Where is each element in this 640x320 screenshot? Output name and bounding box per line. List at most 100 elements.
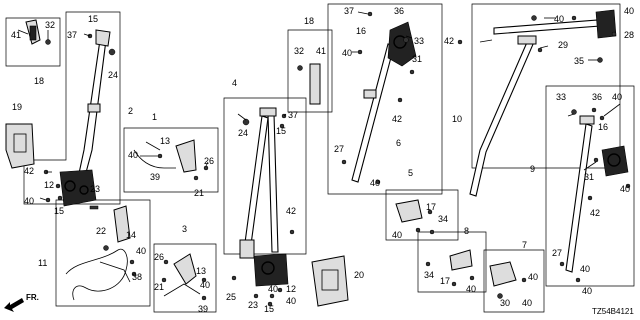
callout-18: 18 bbox=[34, 76, 44, 86]
callout-31: 31 bbox=[584, 172, 594, 182]
callout-27: 27 bbox=[552, 248, 562, 258]
callout-40: 40 bbox=[136, 246, 146, 256]
bolt-26-buckle bbox=[203, 165, 209, 171]
callout-11: 11 bbox=[38, 258, 47, 268]
callout-40: 40 bbox=[466, 284, 476, 294]
group-box-18-mid bbox=[287, 29, 333, 113]
callout-38: 38 bbox=[132, 272, 142, 282]
bracket-7 bbox=[489, 261, 517, 287]
callout-41: 41 bbox=[11, 30, 21, 40]
callout-32: 32 bbox=[45, 20, 55, 30]
callout-23: 23 bbox=[248, 300, 258, 310]
callout-40: 40 bbox=[128, 150, 138, 160]
callout-37: 37 bbox=[288, 110, 298, 120]
retractor-10 bbox=[595, 9, 617, 39]
callout-22: 22 bbox=[96, 226, 106, 236]
callout-15: 15 bbox=[276, 126, 286, 136]
bolt-22 bbox=[103, 245, 109, 251]
callout-40: 40 bbox=[522, 298, 532, 308]
callout-42: 42 bbox=[286, 206, 296, 216]
buckle-1 bbox=[175, 139, 197, 173]
callout-12: 12 bbox=[44, 180, 54, 190]
harness-11 bbox=[65, 248, 128, 301]
callout-23: 23 bbox=[90, 184, 100, 194]
bolt-12-left bbox=[55, 183, 61, 189]
group-box-3 bbox=[153, 243, 217, 313]
retractor-9 bbox=[601, 145, 629, 177]
callout-36: 36 bbox=[394, 6, 404, 16]
anchor-upper-2 bbox=[95, 29, 111, 47]
group-box-5 bbox=[385, 189, 459, 241]
group-box-2 bbox=[23, 11, 121, 205]
callout-40: 40 bbox=[528, 272, 538, 282]
callout-40: 40 bbox=[24, 196, 34, 206]
bracket-8 bbox=[449, 249, 473, 271]
group-box-11 bbox=[55, 199, 151, 307]
bolt-32-upper-left bbox=[45, 39, 51, 45]
callout-29: 29 bbox=[558, 40, 568, 50]
callout-33: 33 bbox=[556, 92, 566, 102]
callout-40: 40 bbox=[620, 184, 630, 194]
bolt-42-center bbox=[289, 229, 295, 235]
group-box-8 bbox=[417, 231, 487, 293]
group-box-1 bbox=[123, 127, 219, 193]
guide-loop-2 bbox=[87, 103, 101, 113]
retractor-6 bbox=[387, 21, 417, 67]
callout-25: 25 bbox=[226, 292, 236, 302]
callout-10: 10 bbox=[452, 114, 462, 124]
callout-7: 7 bbox=[522, 240, 527, 250]
callout-40: 40 bbox=[286, 296, 296, 306]
adjuster-plate bbox=[29, 25, 37, 41]
bolt-15-left bbox=[57, 195, 63, 201]
retractor-23 bbox=[59, 169, 97, 207]
callout-24: 24 bbox=[238, 128, 248, 138]
callout-40: 40 bbox=[200, 280, 210, 290]
callout-31: 31 bbox=[412, 54, 422, 64]
callout-1: 1 bbox=[152, 112, 157, 122]
direction-arrow-fr: FR. bbox=[4, 293, 39, 312]
callout-32: 32 bbox=[294, 46, 304, 56]
callout-16: 16 bbox=[356, 26, 366, 36]
callout-26: 26 bbox=[204, 156, 214, 166]
callout-15: 15 bbox=[88, 14, 98, 24]
group-box-6 bbox=[327, 3, 443, 195]
adjuster-18-mid bbox=[309, 63, 321, 105]
callout-15: 15 bbox=[264, 304, 274, 314]
callout-28: 28 bbox=[624, 30, 634, 40]
callout-5: 5 bbox=[408, 168, 413, 178]
callout-3: 3 bbox=[182, 224, 187, 234]
callout-15: 15 bbox=[54, 206, 64, 216]
group-box-9 bbox=[545, 85, 635, 287]
callout-12: 12 bbox=[286, 284, 296, 294]
callout-8: 8 bbox=[464, 226, 469, 236]
callout-21: 21 bbox=[194, 188, 204, 198]
callout-40: 40 bbox=[342, 48, 352, 58]
retractor-4 bbox=[253, 253, 289, 287]
callout-16: 16 bbox=[598, 122, 608, 132]
callout-39: 39 bbox=[198, 304, 208, 314]
callout-40: 40 bbox=[580, 264, 590, 274]
callout-39: 39 bbox=[150, 172, 160, 182]
callout-14: 14 bbox=[126, 230, 136, 240]
callout-40: 40 bbox=[582, 286, 592, 296]
callout-17: 17 bbox=[426, 202, 436, 212]
belt-webbing-10-top bbox=[493, 19, 601, 35]
callout-36: 36 bbox=[592, 92, 602, 102]
belt-webbing-10 bbox=[469, 39, 535, 197]
callout-20: 20 bbox=[354, 270, 364, 280]
callout-24: 24 bbox=[108, 70, 118, 80]
direction-label: FR. bbox=[26, 293, 39, 302]
callout-37: 37 bbox=[67, 30, 77, 40]
callout-21: 21 bbox=[154, 282, 164, 292]
callout-6: 6 bbox=[396, 138, 401, 148]
callout-34: 34 bbox=[438, 214, 448, 224]
callout-30: 30 bbox=[500, 298, 510, 308]
callout-35: 35 bbox=[574, 56, 584, 66]
group-box-18-left bbox=[5, 17, 61, 67]
callout-40: 40 bbox=[268, 284, 278, 294]
callout-42: 42 bbox=[590, 208, 600, 218]
belt-webbing-6 bbox=[351, 43, 395, 183]
callout-26: 26 bbox=[154, 252, 164, 262]
